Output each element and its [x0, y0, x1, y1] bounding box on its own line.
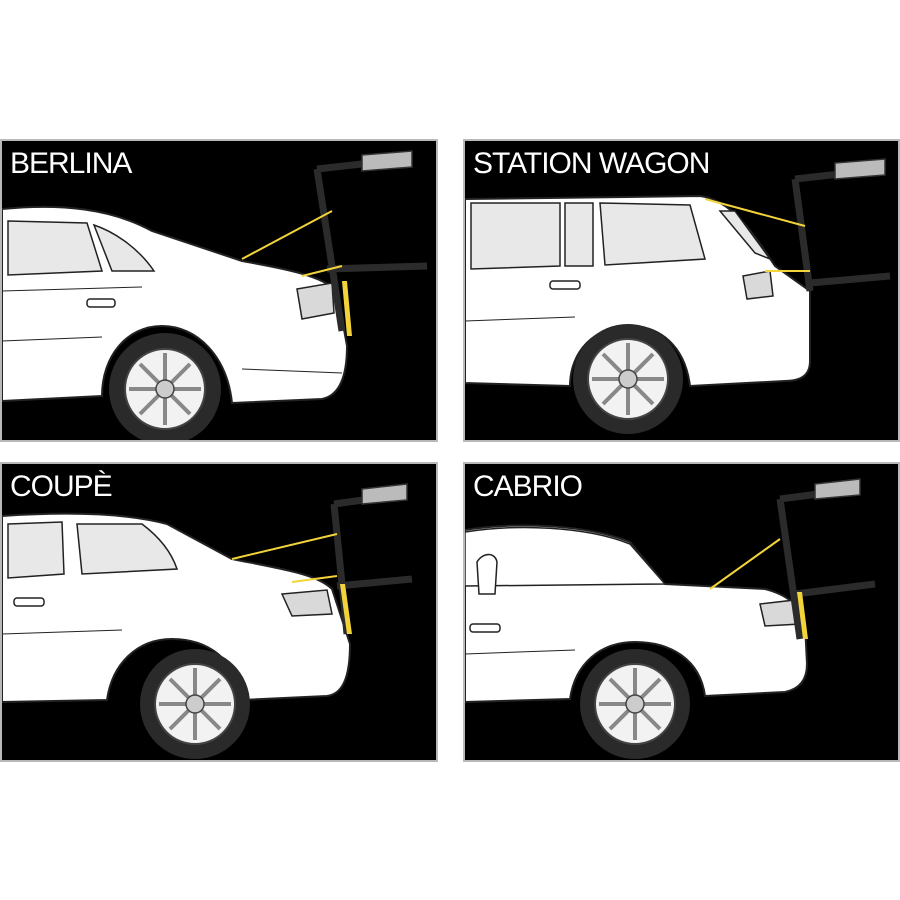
panel-berlina: BERLINA	[0, 139, 438, 442]
panel-label: STATION WAGON	[473, 147, 710, 180]
wheel-icon	[109, 333, 221, 440]
panel-label: CABRIO	[473, 470, 583, 503]
car-icon	[2, 205, 349, 405]
sedan-illustration	[2, 150, 428, 440]
station-wagon-illustration	[465, 158, 891, 434]
car-icon	[465, 194, 811, 388]
car-icon	[2, 512, 352, 704]
panel-coupe: COUPÈ	[0, 462, 438, 762]
bike-rack-icon	[709, 478, 876, 640]
bike-rack-icon	[241, 150, 428, 336]
wheel-icon	[580, 649, 690, 759]
coupe-illustration	[2, 483, 413, 759]
wheel-icon	[573, 324, 683, 434]
bike-rack-icon	[704, 158, 891, 292]
car-icon	[465, 524, 809, 704]
wheel-icon	[140, 649, 250, 759]
panel-label: COUPÈ	[10, 470, 113, 503]
cabrio-illustration	[465, 478, 876, 759]
panel-cabrio: CABRIO	[463, 462, 900, 762]
bike-rack-icon	[231, 483, 413, 635]
panel-label: BERLINA	[10, 147, 132, 180]
panel-station-wagon: STATION WAGON	[463, 139, 900, 442]
